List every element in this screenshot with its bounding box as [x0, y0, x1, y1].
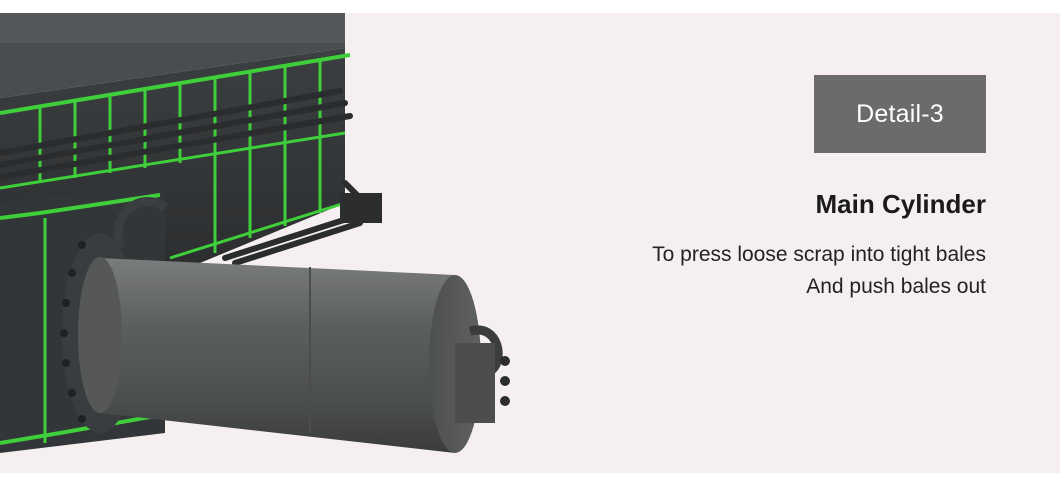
curved-hose	[113, 197, 169, 249]
cylinder-body	[100, 258, 455, 453]
end-block-bolts	[500, 356, 510, 406]
green-rail-mid	[0, 131, 346, 190]
product-photo	[0, 13, 510, 453]
detail-panel: Detail-3 Main Cylinder To press loose sc…	[0, 13, 1060, 473]
green-rail-top	[0, 53, 351, 115]
flange-bolts	[60, 241, 86, 423]
detail-badge-label: Detail-3	[856, 99, 944, 128]
feature-title: Main Cylinder	[815, 189, 986, 219]
green-rail-low	[169, 201, 346, 260]
cylinder-rear	[78, 257, 122, 413]
feature-description: To press loose scrap into tight bales An…	[566, 239, 986, 303]
green-ribs	[38, 61, 322, 253]
front-block-edge	[0, 193, 161, 220]
hydraulic-pipes	[0, 88, 364, 266]
description-line: And push bales out	[806, 275, 986, 298]
pipe-bracket	[340, 193, 382, 223]
end-block	[455, 343, 495, 423]
detail-text-area: Detail-3 Main Cylinder To press loose sc…	[566, 13, 986, 473]
detail-badge: Detail-3	[814, 75, 986, 153]
description-line: To press loose scrap into tight bales	[652, 243, 986, 266]
machine-top-plate	[0, 13, 345, 43]
